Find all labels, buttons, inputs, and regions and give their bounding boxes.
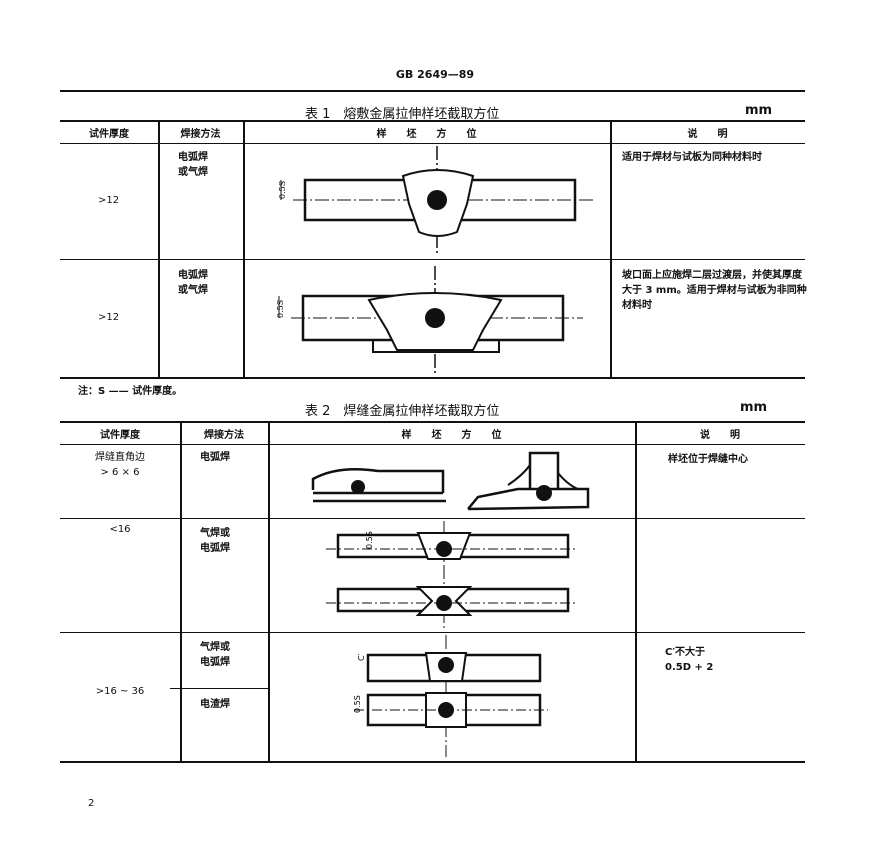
standard-header: GB 2649—89 [395,68,475,81]
t1-r1-dim: 0.5S [278,181,287,199]
t2-r3-diagram: C′ 0.5S [353,635,548,757]
t1-r1-note: 适用于焊材与试板为同种材料时 [622,152,762,163]
t2-r2-dim: 0.5S [365,531,374,549]
page-number: 2 [88,798,95,809]
table1-title: 表 1 熔敷金属拉伸样坯截取方位 [305,107,500,122]
table2-unit: mm [740,400,768,415]
t2-r3-dim-c: C′ [357,653,366,661]
t1-r2-thickness: >12 [98,312,120,323]
t2-r3-method2: 电渣焊 [200,699,230,710]
t2-r3-thickness: >16 ~ 36 [95,686,145,697]
t2-r2-method: 气焊或 电弧焊 [200,528,230,554]
t2-r1-method: 电弧焊 [200,452,230,463]
t2-col-thickness: 试件厚度 [100,430,140,441]
t1-r2-diagram: 0.5S [276,266,583,374]
t1-r2-dim: 0.5S [276,300,285,318]
table1-footnote: 注：S —— 试件厚度。 [78,386,183,397]
t2-r1-diagram [311,451,590,511]
t1-r2-note: 坡口面上应施焊二层过渡层，并使其厚度大于 3 mm。适用于焊材与试板为非同种材料… [622,270,807,311]
t2-r1-note: 样坯位于焊缝中心 [668,454,748,465]
t2-col-method: 焊接方法 [204,430,244,441]
t1-col-position: 样 坯 方 位 [376,129,477,140]
t2-col-note: 说 明 [700,430,740,441]
t1-r2-method: 电弧焊 或气焊 [178,270,208,296]
t2-r2-diagram: 0.5S [326,521,578,629]
t1-r1-method: 电弧焊 或气焊 [178,152,208,178]
t2-r3-dim: 0.5S [353,695,362,713]
t2-r3-note: C′不大于 0.5D + 2 [665,647,714,673]
header-rule [60,90,805,92]
table1-unit: mm [745,103,773,118]
t2-col-position: 样 坯 方 位 [401,430,502,441]
t2-r3-method: 气焊或 电弧焊 [200,642,230,668]
t1-r1-thickness: >12 [98,195,120,206]
t2-r1-thickness: 焊缝直角边 > 6 × 6 [95,452,145,478]
table2-title: 表 2 焊缝金属拉伸样坯截取方位 [305,404,500,419]
t1-r1-diagram: 0.5S [278,146,593,256]
t2-r2-thickness: <16 [109,524,131,535]
t1-col-method: 焊接方法 [180,129,221,140]
t1-col-note: 说 明 [687,129,728,140]
t1-col-thickness: 试件厚度 [89,129,129,140]
